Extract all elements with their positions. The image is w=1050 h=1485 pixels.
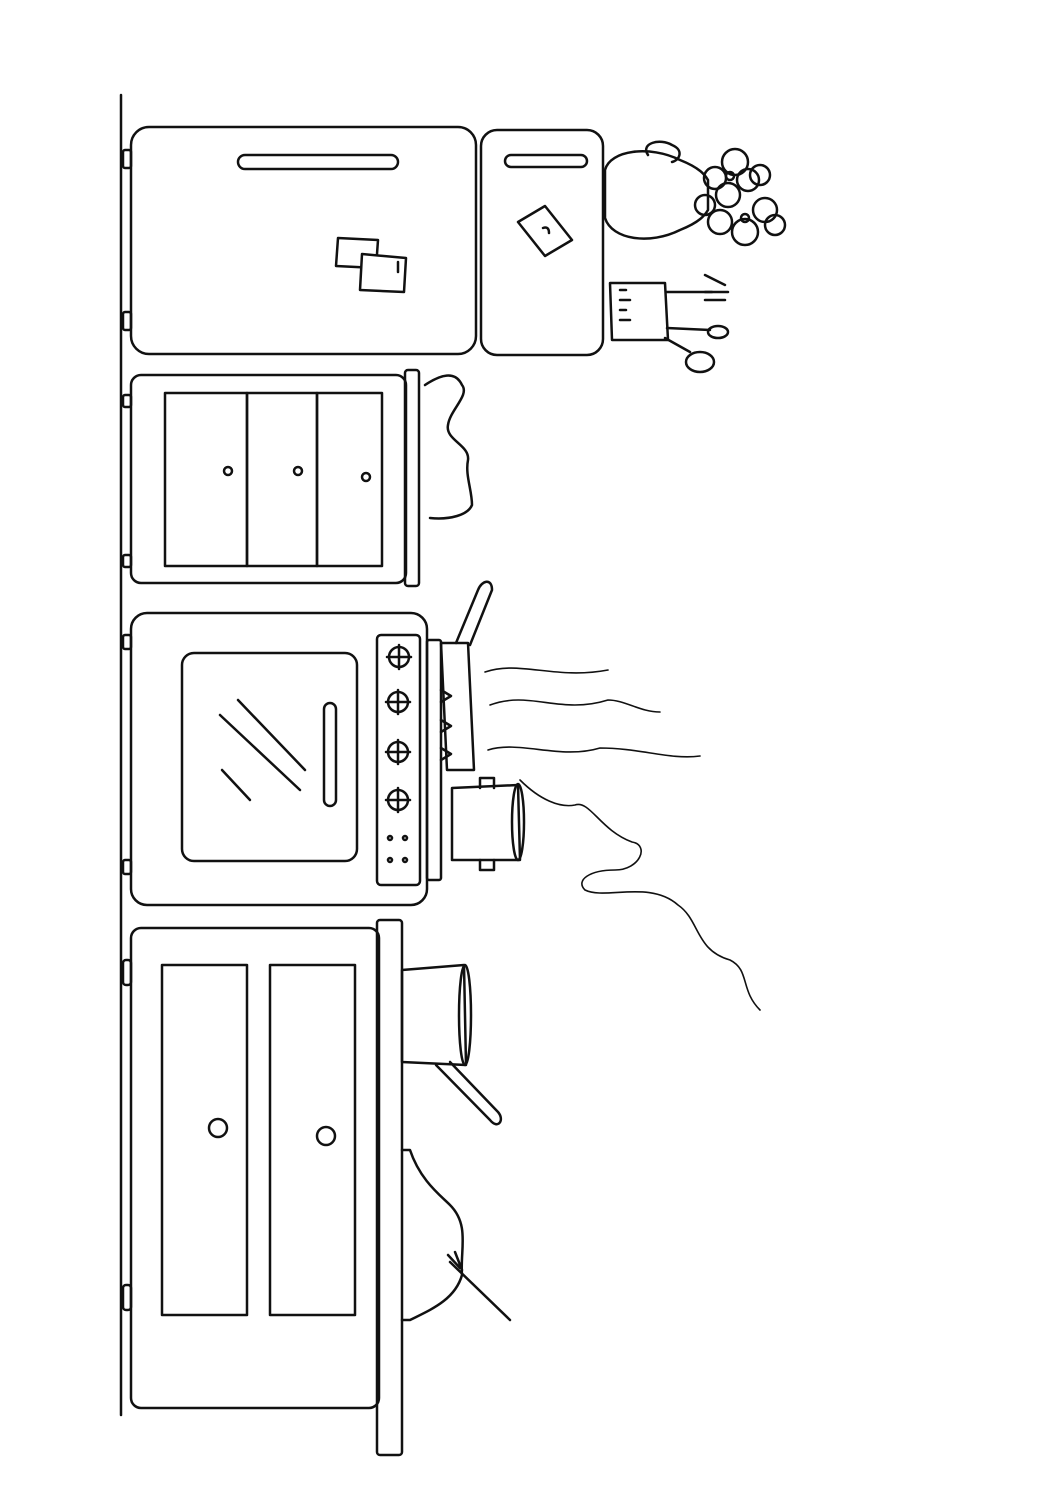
cabinet-door-2 (270, 965, 355, 1315)
cloth (425, 376, 472, 519)
cabinet-door-1 (162, 965, 247, 1315)
freezer-handle (238, 155, 398, 169)
utensil-jar (610, 275, 728, 372)
chest-of-drawers (123, 370, 472, 586)
fridge-door (481, 130, 603, 355)
control-panel (377, 635, 420, 885)
oven-handle (324, 703, 336, 806)
kitchen-cabinet (123, 920, 402, 1455)
drawer-2 (247, 393, 317, 566)
freezer-door (131, 127, 476, 354)
stove-knobs (386, 645, 411, 862)
fridge-notes (336, 206, 572, 292)
oven-door (182, 653, 357, 861)
frying-pan (441, 582, 492, 770)
flowers (695, 149, 785, 245)
fridge-handle (505, 155, 587, 167)
steam (485, 668, 760, 1010)
drawer-1 (165, 393, 247, 566)
cooking-pot (452, 778, 524, 870)
saucepan (402, 965, 501, 1124)
refrigerator (123, 127, 603, 355)
drawer-3 (317, 393, 382, 566)
flower-vase (605, 142, 785, 245)
stove-with-oven (123, 613, 441, 905)
bowl (402, 1150, 510, 1320)
